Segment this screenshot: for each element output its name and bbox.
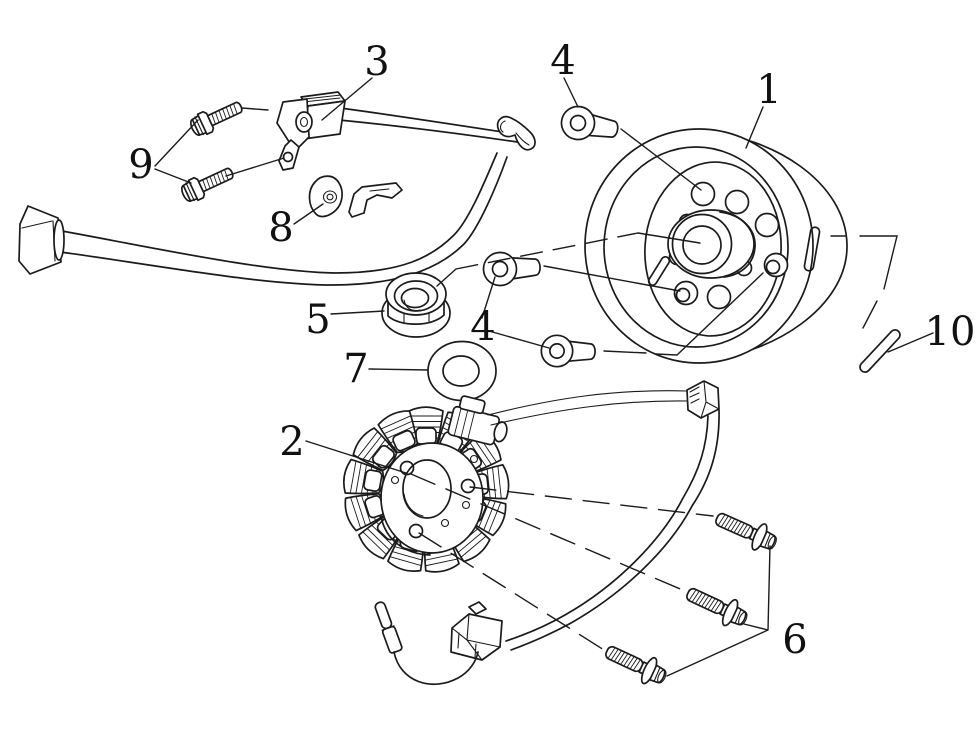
callout-9-label: 9: [128, 142, 153, 188]
callout-7-label: 7: [343, 346, 368, 392]
wire-clip: [349, 183, 402, 217]
flywheel-face-slot: [647, 255, 671, 286]
callout-4b-label: 4: [470, 304, 495, 350]
stator-center-hole: [403, 460, 451, 518]
bullet-connector: [373, 600, 403, 653]
callout-4a-label: 4: [550, 38, 575, 84]
stator-wire-exit: [447, 394, 512, 448]
flywheel-hub: [668, 210, 755, 278]
flywheel-rim-inner-edge: [604, 147, 788, 347]
bullet-wire: [394, 652, 478, 684]
harness-connector-lower: [451, 602, 502, 660]
wire-grommet: [309, 176, 342, 216]
stator-harness: [373, 381, 719, 684]
sensor-bracket: [279, 140, 299, 170]
callouts: 1 2 3 4 4 5 6 7 8 9 10: [128, 38, 975, 663]
washer: [428, 342, 496, 401]
callout-6-label: 6: [782, 617, 807, 663]
callout-10-label: 10: [925, 309, 976, 355]
stator-coil-assembly: [340, 394, 512, 576]
callout-5-label: 5: [305, 297, 330, 343]
flange-nut: [382, 273, 450, 337]
callout-8-label: 8: [268, 205, 293, 251]
harness-lead-wire: [60, 153, 507, 285]
callout-1-label: 1: [756, 67, 781, 113]
callout-3-label: 3: [364, 39, 389, 85]
crankshaft-bore: [683, 226, 721, 264]
leader-lines: [155, 78, 933, 676]
callout-2-label: 2: [279, 419, 304, 465]
dowel-pin: [858, 328, 902, 374]
harness-plug: [19, 206, 64, 274]
harness-connector-upper: [687, 381, 719, 418]
flywheel-rim-vent-slot: [804, 227, 821, 272]
harness-clamp: [498, 117, 535, 150]
flywheel-rotor: [585, 129, 847, 363]
harness-conduit: [506, 416, 708, 641]
